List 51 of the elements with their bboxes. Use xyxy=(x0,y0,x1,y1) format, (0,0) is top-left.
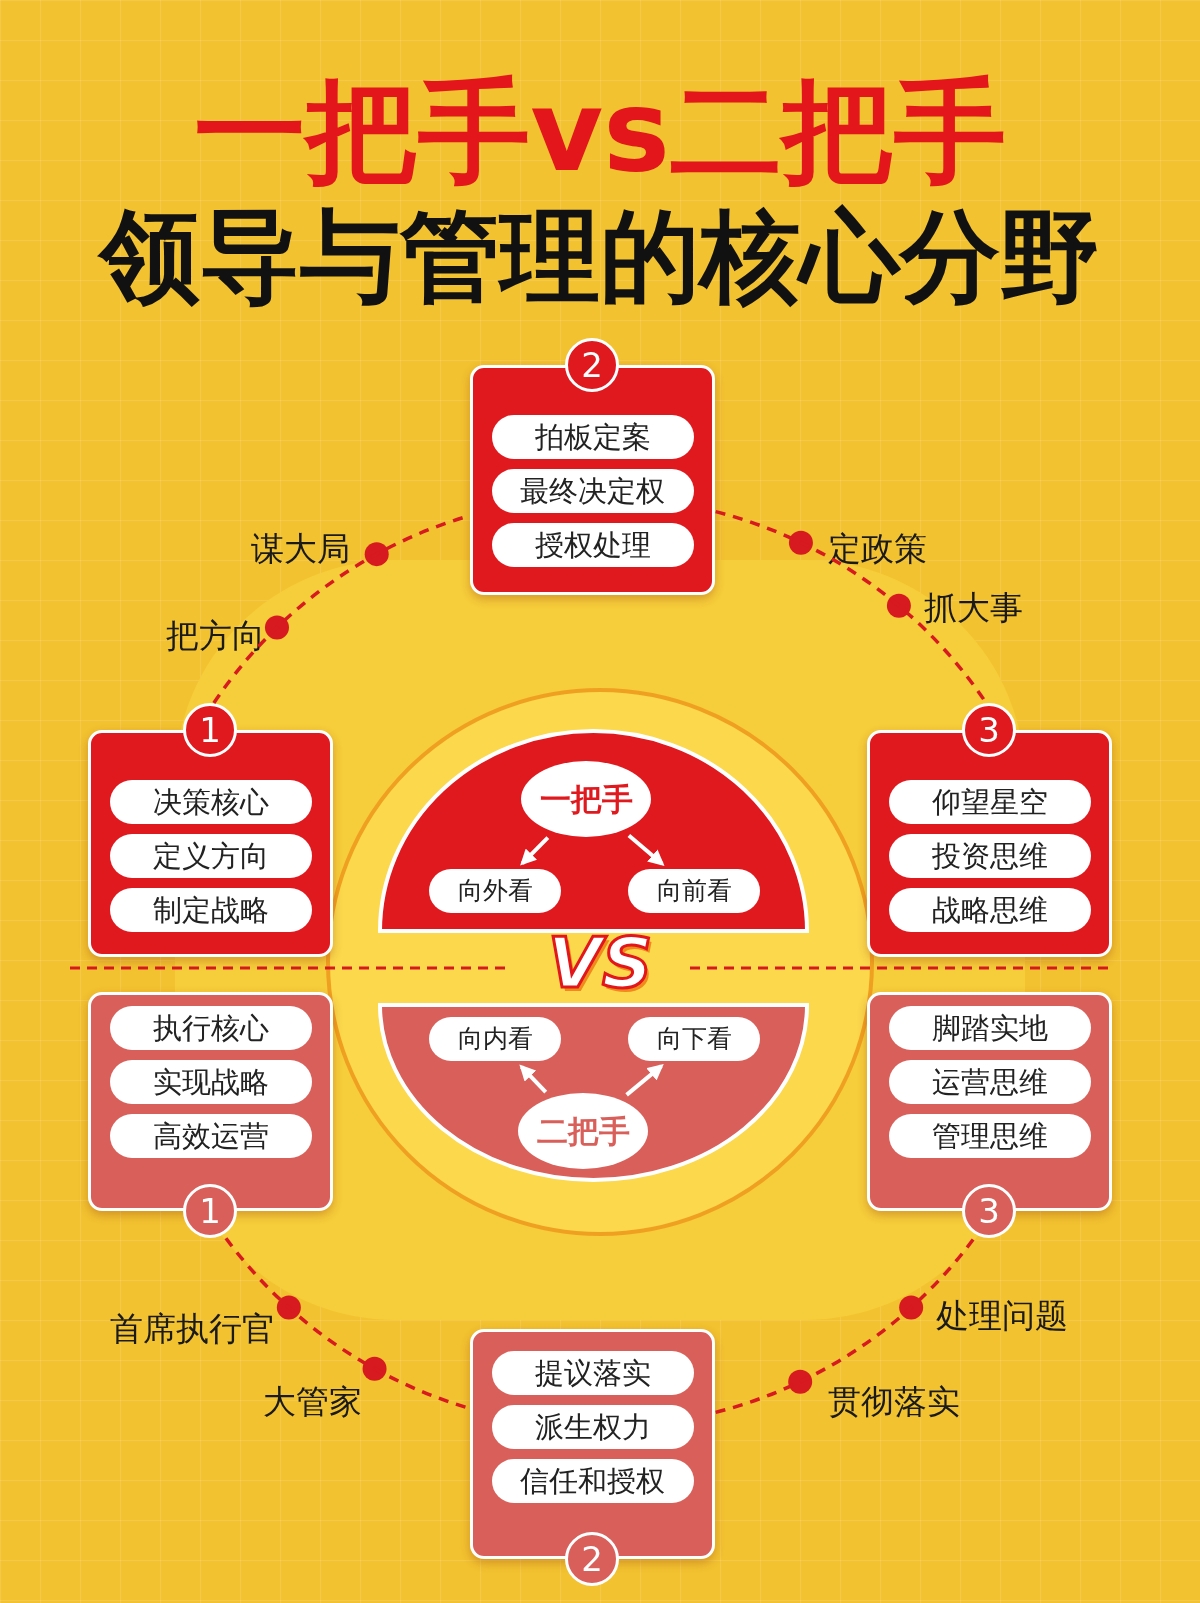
keyword-label: 大管家 xyxy=(262,1380,362,1423)
pill-tag: 向内看 xyxy=(429,1017,561,1061)
keyword-label: 首席执行官 xyxy=(109,1307,275,1350)
card xyxy=(867,992,1112,1238)
arrow xyxy=(625,1064,664,1097)
semicircle-panel xyxy=(380,731,807,931)
pill-tag: 脚踏实地 xyxy=(888,1006,1091,1050)
pill-tag: 制定战略 xyxy=(109,888,312,932)
card xyxy=(88,992,333,1238)
number-badge: 3 xyxy=(962,703,1016,757)
pill-tag: 实现战略 xyxy=(109,1060,312,1104)
vs-label: VS xyxy=(547,922,653,1004)
pill-tag: 定义方向 xyxy=(109,834,312,878)
card xyxy=(867,703,1112,957)
number-badge: 2 xyxy=(565,338,619,392)
pill-tag: 运营思维 xyxy=(888,1060,1091,1104)
pill-tag: 授权处理 xyxy=(491,523,694,567)
pill-tag: 决策核心 xyxy=(109,780,312,824)
pill-tag: 高效运营 xyxy=(109,1114,312,1158)
keyword-label: 贯彻落实 xyxy=(828,1380,960,1423)
dashed-connector xyxy=(715,1237,976,1415)
pill-tag: 向外看 xyxy=(429,869,561,913)
card xyxy=(470,1329,715,1586)
pill-tag: 执行核心 xyxy=(109,1006,312,1050)
pill-tag: 拍板定案 xyxy=(491,415,694,459)
number-badge: 1 xyxy=(183,1184,237,1238)
keyword-label: 处理问题 xyxy=(936,1294,1068,1337)
title: 一把手vs二把手 xyxy=(193,70,1007,194)
pill-tag: 投资思维 xyxy=(888,834,1091,878)
keyword-label: 定政策 xyxy=(827,527,927,570)
number-badge: 1 xyxy=(183,703,237,757)
pill-tag: 仰望星空 xyxy=(888,780,1091,824)
pill-tag: 最终决定权 xyxy=(491,469,694,513)
number-badge: 3 xyxy=(962,1184,1016,1238)
arrow xyxy=(520,836,550,866)
pill-tag: 向前看 xyxy=(628,869,760,913)
pill-tag: 向下看 xyxy=(628,1017,760,1061)
semicircle-panel xyxy=(380,1005,807,1180)
pill-tag: 信任和授权 xyxy=(491,1459,694,1503)
pill-tag: 派生权力 xyxy=(491,1405,694,1449)
card xyxy=(88,703,333,957)
arrow xyxy=(519,1064,548,1094)
keyword-label: 把方向 xyxy=(165,614,265,657)
pill-tag: 管理思维 xyxy=(888,1114,1091,1158)
keyword-label: 谋大局 xyxy=(250,527,350,570)
keyword-label: 抓大事 xyxy=(923,586,1023,629)
pill-tag: 战略思维 xyxy=(888,888,1091,932)
number-badge: 2 xyxy=(565,1532,619,1586)
pill-tag: 提议落实 xyxy=(491,1351,694,1395)
card xyxy=(470,338,715,595)
arrow xyxy=(627,834,665,866)
